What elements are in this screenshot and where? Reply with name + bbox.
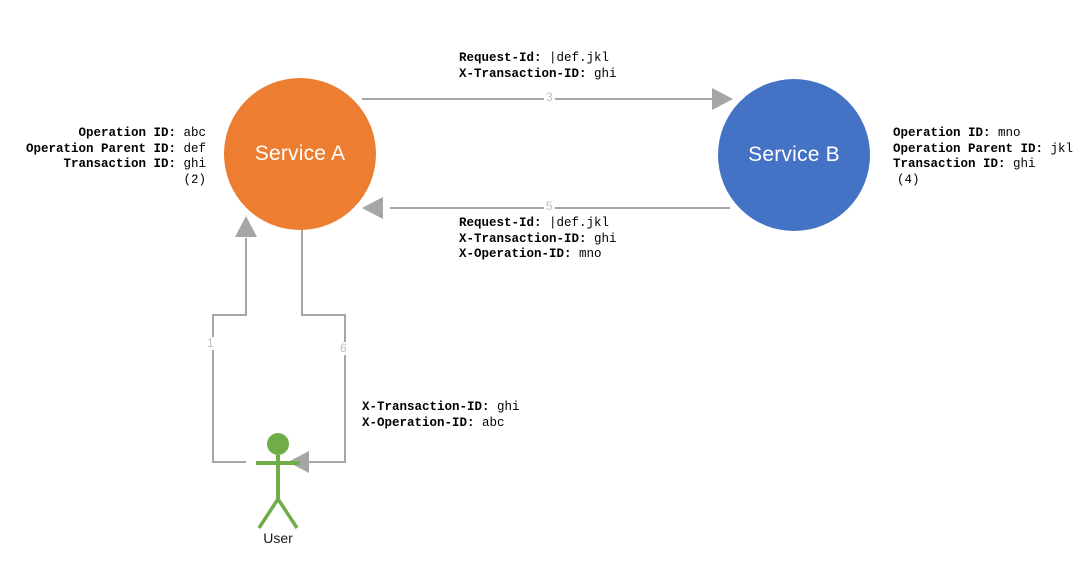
annotation-label: X-Transaction-ID: <box>362 400 490 414</box>
annotation-label: X-Transaction-ID: <box>459 231 587 246</box>
annotation-line: X-Transaction-ID: ghi <box>362 400 520 416</box>
annotation-service-a-meta: Operation ID: abc Operation Parent ID: d… <box>0 126 206 188</box>
connector-user-to-a-vertical <box>212 314 214 462</box>
connector-a-to-user-bottom <box>300 461 346 463</box>
annotation-value: mno <box>998 126 1021 140</box>
user-head <box>267 433 289 455</box>
annotation-line: Transaction ID: ghi <box>0 157 206 173</box>
annotation-line: X-Operation-ID: mno <box>459 247 617 263</box>
arrowhead-user-to-a <box>235 216 257 237</box>
step-number-b-to-a: 5 <box>544 199 555 213</box>
annotation-line: X-Transaction-ID: ghi <box>459 67 617 83</box>
annotation-label: Transaction ID: <box>63 157 176 171</box>
annotation-line: Operation ID: abc <box>0 126 206 142</box>
connector-a-to-user-vertical <box>344 314 346 462</box>
annotation-label: Request-Id: <box>459 216 542 230</box>
annotation-line: Operation Parent ID: jkl <box>893 142 1073 158</box>
annotation-value: ghi <box>594 66 617 81</box>
annotation-sequence: (2) <box>183 172 206 187</box>
arrowhead-a-to-b <box>712 88 733 110</box>
annotation-line: Request-Id: |def.jkl <box>459 216 617 232</box>
step-number-a-to-user: 6 <box>338 341 349 355</box>
annotation-response-b-to-a: Request-Id: |def.jkl X-Transaction-ID: g… <box>459 216 617 263</box>
annotation-value: jkl <box>1050 141 1074 156</box>
annotation-value: |def.jkl <box>549 51 610 65</box>
annotation-value: def <box>183 141 206 156</box>
arrowhead-b-to-a <box>362 197 383 219</box>
annotation-request-a-to-b: Request-Id: |def.jkl X-Transaction-ID: g… <box>459 51 617 82</box>
annotation-label: X-Operation-ID: <box>362 415 475 430</box>
connector-b-to-a <box>390 207 730 209</box>
annotation-label: Operation Parent ID: <box>893 141 1044 156</box>
annotation-line: Transaction ID: ghi <box>893 157 1073 173</box>
annotation-line: X-Transaction-ID: ghi <box>459 232 617 248</box>
annotation-label: Operation Parent ID: <box>25 141 176 156</box>
node-service-a-label: Service A <box>254 142 346 165</box>
annotation-label: X-Operation-ID: <box>459 247 572 261</box>
annotation-sequence: (4) <box>897 172 920 187</box>
annotation-value: mno <box>579 247 602 261</box>
step-number-a-to-b: 3 <box>544 90 555 104</box>
annotation-value: abc <box>183 126 206 140</box>
user-leg-right <box>276 498 299 529</box>
annotation-line: Operation Parent ID: def <box>0 142 206 158</box>
annotation-label: Operation ID: <box>78 126 176 140</box>
annotation-value: ghi <box>183 157 206 171</box>
annotation-service-b-meta: Operation ID: mno Operation Parent ID: j… <box>893 126 1073 188</box>
node-service-b[interactable]: Service B <box>718 79 870 231</box>
user-actor-label: User <box>263 530 293 546</box>
connector-a-to-user-drop <box>301 228 303 316</box>
annotation-label: Transaction ID: <box>893 157 1006 171</box>
annotation-line: Request-Id: |def.jkl <box>459 51 617 67</box>
annotation-label: X-Transaction-ID: <box>459 66 587 81</box>
annotation-label: Request-Id: <box>459 51 542 65</box>
connector-user-to-a-jog <box>212 314 247 316</box>
annotation-value: ghi <box>497 400 520 414</box>
annotation-response-to-user: X-Transaction-ID: ghi X-Operation-ID: ab… <box>362 400 520 431</box>
annotation-value: abc <box>482 415 505 430</box>
user-actor-icon[interactable] <box>243 432 313 537</box>
node-service-a[interactable]: Service A <box>224 78 376 230</box>
annotation-value: ghi <box>594 231 617 246</box>
annotation-line: Operation ID: mno <box>893 126 1073 142</box>
annotation-value: ghi <box>1013 157 1036 171</box>
annotation-value: |def.jkl <box>549 216 610 230</box>
node-service-b-label: Service B <box>748 143 840 166</box>
annotation-label: Operation ID: <box>893 126 991 140</box>
user-leg-left <box>257 498 280 529</box>
annotation-line: X-Operation-ID: abc <box>362 416 520 432</box>
connector-a-to-b <box>362 98 714 100</box>
connector-user-to-a-riser <box>245 238 247 316</box>
connector-user-to-a-bottom <box>212 461 246 463</box>
connector-a-to-user-jog <box>301 314 346 316</box>
step-number-user-to-a: 1 <box>205 336 216 350</box>
